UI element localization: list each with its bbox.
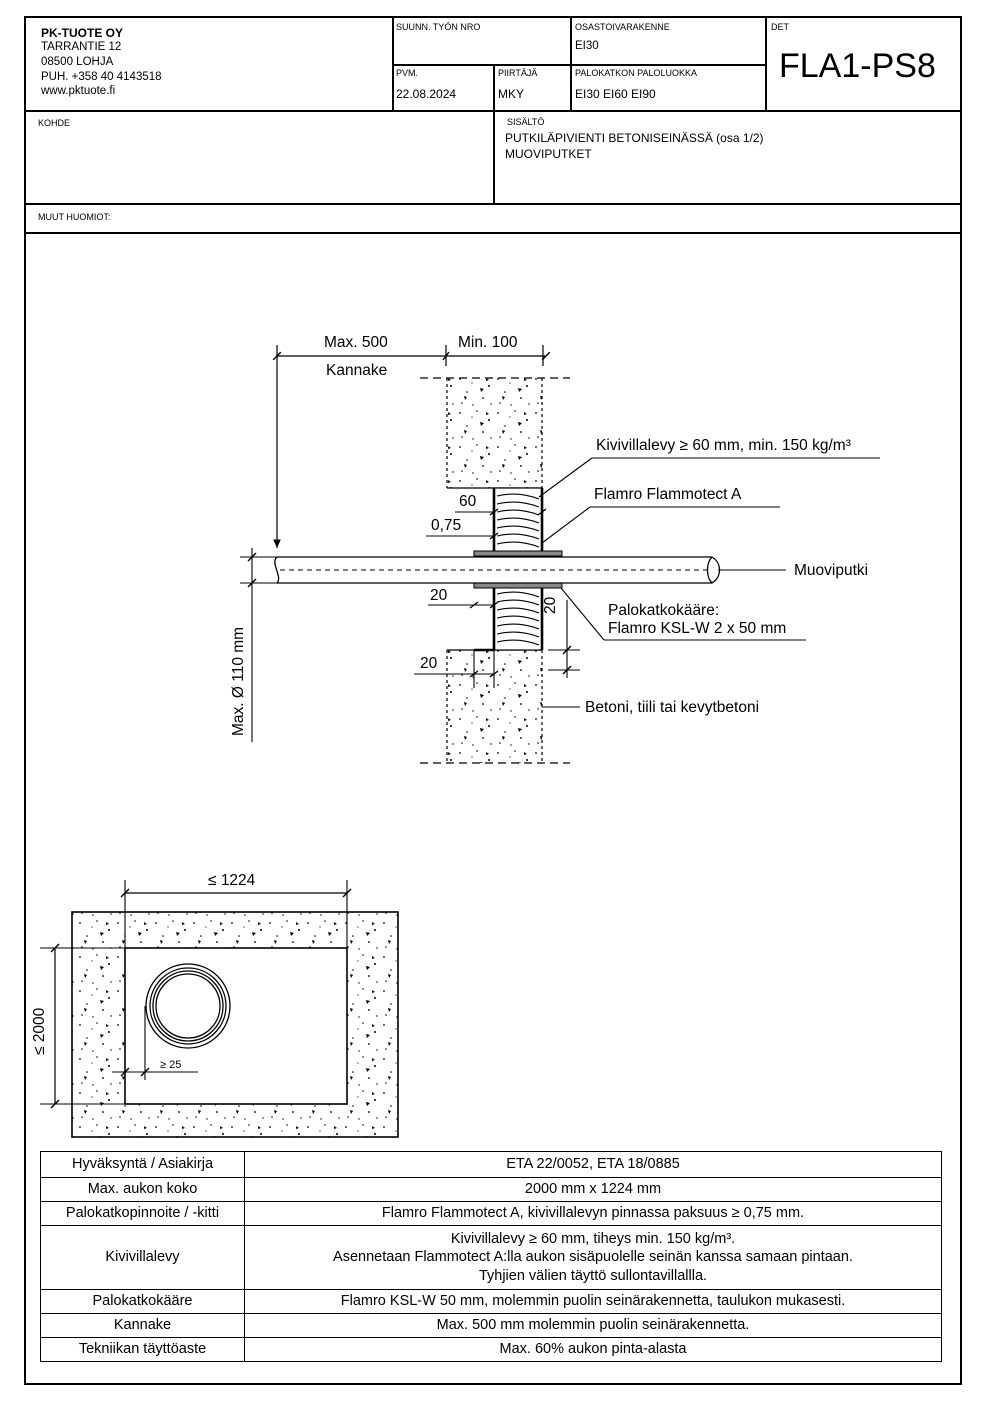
- drawing-frame: [24, 16, 962, 1385]
- rock-wool-lower: [493, 586, 543, 651]
- target-label: KOHDE: [38, 118, 71, 128]
- spec-key: Palokatkopinnoite / -kitti: [40, 1201, 245, 1226]
- spec-value: ETA 22/0052, ETA 18/0885: [244, 1151, 942, 1178]
- table-row: Hyväksyntä / Asiakirja ETA 22/0052, ETA …: [40, 1151, 942, 1178]
- dim-height: ≤ 2000: [31, 1007, 48, 1055]
- concrete-label: Betoni, tiili tai kevytbetoni: [585, 699, 760, 716]
- table-row: Palokatkopinnoite / -kitti Flamro Flammo…: [40, 1201, 942, 1226]
- pipe-label: Muoviputki: [794, 562, 869, 579]
- coating-label: Flamro Flammotect A: [594, 486, 742, 503]
- wrap-label-line1: Palokatkokääre:: [608, 602, 720, 619]
- section-drawing: [240, 345, 880, 764]
- det-label: DET: [771, 22, 789, 32]
- drawer-value: MKY: [498, 87, 525, 101]
- dim-075: 0,75: [431, 517, 462, 534]
- fire-wrap-bottom: [473, 582, 563, 589]
- dim-max-diameter: Max. Ø 110 mm: [230, 626, 247, 736]
- dim-20-upper: 20: [430, 587, 448, 604]
- structure-label: OSASTOIVARAKENNE: [575, 22, 670, 32]
- table-row: Kivivillalevy Kivivillalevy ≥ 60 mm, tih…: [40, 1225, 942, 1290]
- table-row: Palokatkokääre Flamro KSL-W 50 mm, molem…: [40, 1289, 942, 1314]
- table-row: Max. aukon koko 2000 mm x 1224 mm: [40, 1177, 942, 1202]
- bracket-label: Kannake: [326, 362, 388, 379]
- divider: [392, 64, 765, 66]
- dim-60: 60: [459, 493, 477, 510]
- concrete-wall-upper: [447, 378, 542, 488]
- divider: [25, 203, 961, 205]
- table-row: Tekniikan täyttöaste Max. 60% aukon pint…: [40, 1337, 942, 1362]
- dim-min100: Min. 100: [458, 334, 518, 351]
- fire-wrap-top: [473, 550, 563, 557]
- date-value: 22.08.2024: [396, 87, 457, 101]
- spec-value: Max. 500 mm molemmin puolin seinärakenne…: [244, 1313, 942, 1338]
- dim-gap: ≥ 25: [160, 1059, 182, 1071]
- company-web: www.pktuote.fi: [41, 85, 116, 97]
- class-value: EI30 EI60 EI90: [575, 87, 656, 101]
- company-phone: PUH. +358 40 4143518: [41, 71, 162, 83]
- spec-key: Max. aukon koko: [40, 1177, 245, 1202]
- spec-table: Hyväksyntä / Asiakirja ETA 22/0052, ETA …: [40, 1151, 942, 1362]
- dim-20-vertical: 20: [542, 596, 559, 614]
- company-city: 08500 LOHJA: [41, 56, 114, 68]
- content-line1: PUTKILÄPIVIENTI BETONISEINÄSSÄ (osa 1/2): [505, 131, 764, 145]
- spec-value: Kivivillalevy ≥ 60 mm, tiheys min. 150 k…: [244, 1225, 942, 1290]
- elevation-drawing: [40, 880, 399, 1138]
- dim-20-lower: 20: [420, 655, 438, 672]
- spec-value: Flamro Flammotect A, kivivillalevyn pinn…: [244, 1201, 942, 1226]
- divider: [493, 65, 495, 111]
- work-no-label: SUUNN. TYÖN NRO: [396, 22, 481, 32]
- company-name: PK-TUOTE OY: [41, 26, 124, 40]
- company-street: TARRANTIE 12: [41, 41, 122, 53]
- spec-value: Max. 60% aukon pinta-alasta: [244, 1337, 942, 1362]
- divider: [25, 232, 961, 234]
- wrap-label-line2: Flamro KSL-W 2 x 50 mm: [608, 620, 787, 637]
- spec-value: Flamro KSL-W 50 mm, molemmin puolin sein…: [244, 1289, 942, 1314]
- divider: [765, 17, 767, 111]
- spec-key: Tekniikan täyttöaste: [40, 1337, 245, 1362]
- spec-key: Hyväksyntä / Asiakirja: [40, 1151, 245, 1178]
- spec-key: Kannake: [40, 1313, 245, 1338]
- spec-value: 2000 mm x 1224 mm: [244, 1177, 942, 1202]
- spec-key: Palokatkokääre: [40, 1289, 245, 1314]
- dim-width: ≤ 1224: [208, 872, 256, 889]
- spec-line: Tyhjien välien täyttö sullontavillallla.: [478, 1267, 708, 1284]
- pipe-wrap-outer: [145, 963, 231, 1049]
- date-label: PVM.: [396, 68, 419, 78]
- table-row: Kannake Max. 500 mm molemmin puolin sein…: [40, 1313, 942, 1338]
- rock-wool-label: Kivivillalevy ≥ 60 mm, min. 150 kg/m³: [596, 437, 851, 454]
- divider: [493, 111, 495, 204]
- spec-key: Kivivillalevy: [40, 1225, 245, 1290]
- structure-value: EI30: [575, 40, 599, 52]
- dim-max500: Max. 500: [324, 334, 388, 351]
- spec-line: Asennetaan Flammotect A:lla aukon sisäpu…: [333, 1249, 853, 1266]
- content-line2: MUOVIPUTKET: [505, 147, 592, 161]
- det-value: FLA1-PS8: [779, 47, 936, 85]
- content-label: SISÄLTÖ: [507, 117, 545, 127]
- class-label: PALOKATKON PALOLUOKKA: [575, 68, 698, 78]
- divider: [25, 110, 961, 112]
- notes-label: MUUT HUOMIOT:: [38, 212, 111, 222]
- drawer-label: PIIRTÄJÄ: [498, 68, 538, 78]
- spec-line: Kivivillalevy ≥ 60 mm, tiheys min. 150 k…: [450, 1231, 736, 1248]
